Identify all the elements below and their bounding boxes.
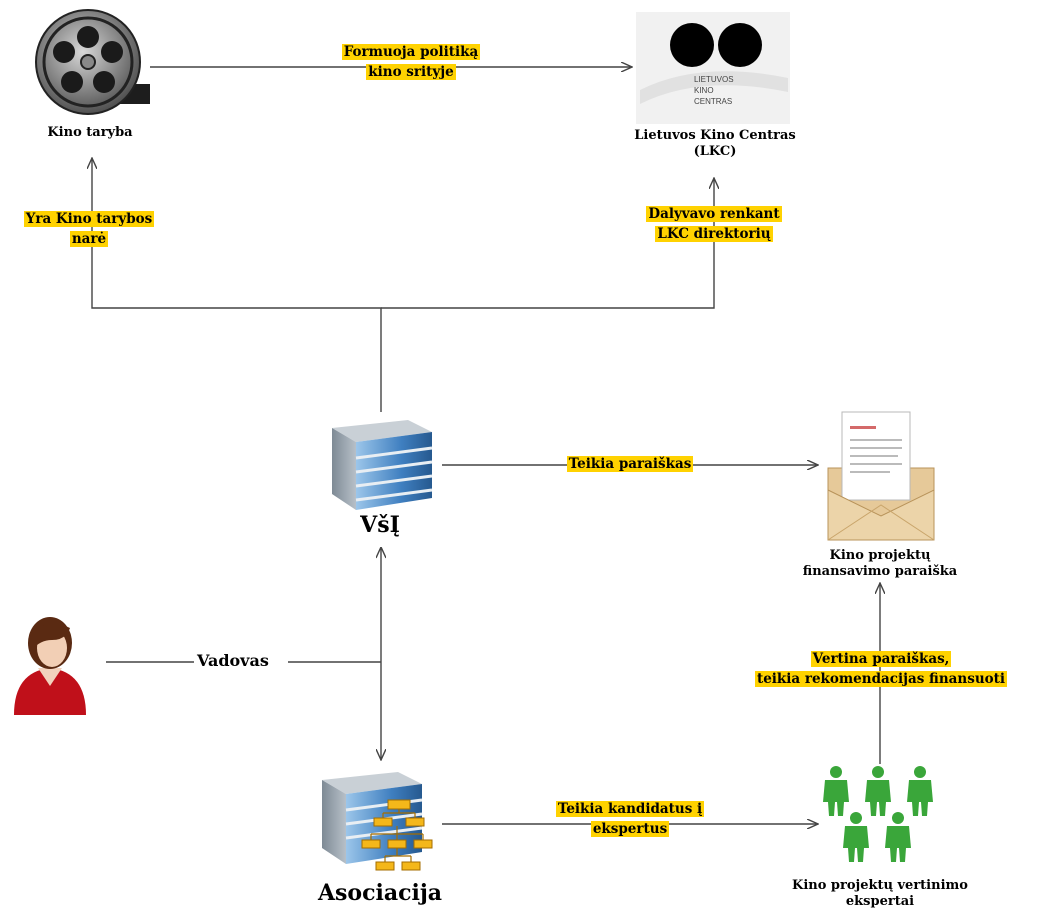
expert-person-icon [907,766,933,816]
expert-person-icon [843,812,869,862]
paraiska-label-line1: Kino projektų [829,548,931,563]
building-icon [332,420,433,510]
yra-line2: narė [69,230,109,247]
vsi-label: VšĮ [360,512,400,538]
yra-line1: Yra Kino tarybos [23,211,155,227]
expert-person-icon [885,812,911,862]
paraiska-label-line2: finansavimo paraiška [802,563,958,579]
edge-vsi-branch [92,158,382,412]
ekspertai-label-line2: ekspertai [845,893,915,909]
teikia-paraiskas-text: Teikia paraiškas [566,456,694,472]
envelope-document-icon [827,411,935,541]
dalyvavo-line2: LKC direktorių [655,225,773,242]
formuoja-line2: kino srityje [366,63,456,80]
lkc-label-line1: Lietuvos Kino Centras [634,128,796,143]
edge-label-vertina: Vertina paraiškas, teikia rekomendacijas… [726,650,1036,689]
formuoja-line1: Formuoja politiką [341,44,481,60]
connectors [92,67,880,824]
lkc-logo-text-1: LIETUVOS [694,75,734,84]
ekspertai-label-line1: Kino projektų vertinimo [792,878,968,893]
org-chart-icon [361,799,433,871]
vertina-line1: Vertina paraiškas, [810,651,952,667]
paraiska-label: Kino projektų finansavimo paraiška [760,548,1000,579]
lkc-logo-text-2: KINO [694,86,714,95]
association-building-icon [322,772,433,871]
edge-label-kandidatus: Teikia kandidatus į ekspertus [520,800,740,839]
lkc-logo-text-3: CENTRAS [694,97,732,106]
film-reel-icon [35,9,150,115]
lkc-label-line2: (LKC) [693,143,737,159]
edge-label-yra: Yra Kino tarybos narė [4,210,174,249]
expert-person-icon [823,766,849,816]
person-woman-icon [14,617,86,715]
expert-person-icon [865,766,891,816]
edge-label-formuoja: Formuoja politiką kino srityje [296,43,526,82]
kandidatus-line1: Teikia kandidatus į [555,801,705,817]
kino-taryba-label: Kino taryba [47,125,133,140]
edge-label-teikia-paraiskas: Teikia paraiškas [520,455,740,475]
edge-label-dalyvavo: Dalyvavo renkant LKC direktorių [604,205,824,244]
experts-group-icon [823,766,933,862]
vertina-line2: teikia rekomendacijas finansuoti [754,670,1008,687]
edge-label-vadovas: Vadovas [196,651,270,670]
lkc-label: Lietuvos Kino Centras (LKC) [590,128,840,159]
ekspertai-label: Kino projektų vertinimo ekspertai [740,878,1020,909]
asociacija-label: Asociacija [317,880,443,906]
kandidatus-line2: ekspertus [590,820,670,837]
lkc-logo: LIETUVOS KINO CENTRAS [636,12,790,124]
dalyvavo-line1: Dalyvavo renkant [646,206,782,222]
